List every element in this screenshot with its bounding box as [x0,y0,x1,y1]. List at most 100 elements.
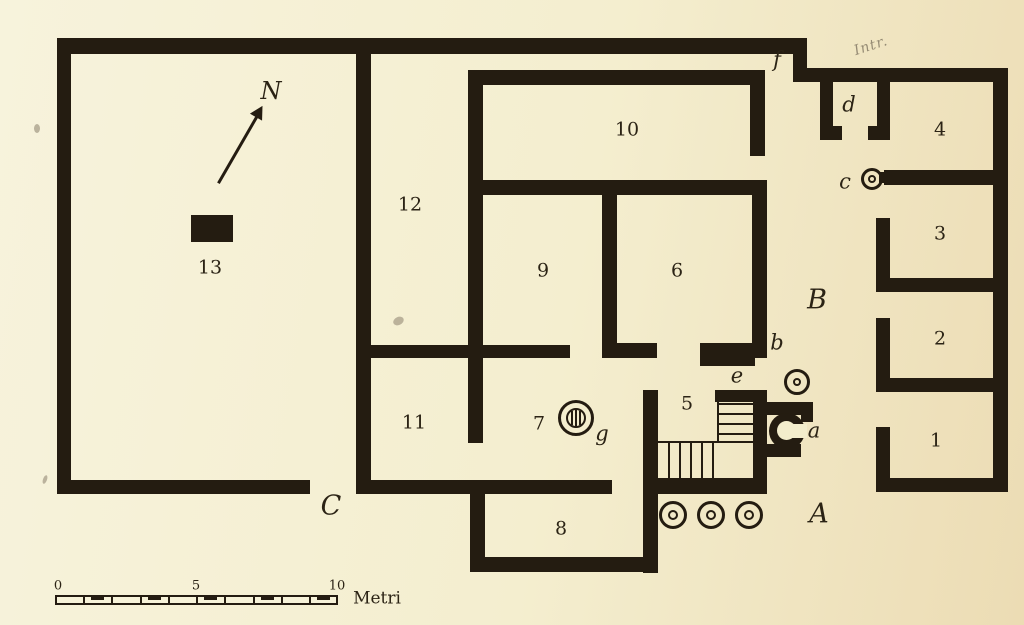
scale-bar-tick [196,596,198,604]
scale-bar-mark [91,597,104,600]
room-label-11: 11 [401,411,427,434]
wall-north-outer [57,38,807,54]
feature-label-g: g [595,421,609,446]
staircase-symbol [658,441,755,443]
cistern-c-nub [879,172,888,183]
north-arrow [212,102,269,187]
wall-room10-south [468,180,767,195]
room-label-12: 12 [397,193,423,216]
wall-room6-south-right [700,343,767,358]
wall-room10-north [468,70,763,85]
hearth-a-top-arm [763,402,813,415]
scale-bar-tick [224,596,226,604]
altar-symbol [191,215,233,242]
wall-west-outer [57,38,71,494]
stair-tread [668,441,670,478]
room-label-9: 9 [536,259,550,282]
wellhead-g-inner-ring [566,408,586,428]
wall-rightwing-north [793,68,1008,82]
paper-speck [41,474,49,485]
wall-room13-south [57,480,310,494]
room-label-8: 8 [554,517,568,540]
wall-south-center [356,480,612,494]
paper-speck [548,482,552,486]
stair-tread [690,441,692,478]
dolium-inner [668,510,678,520]
wall-room9-room6-divider [602,180,617,358]
wall-room1-west [876,427,890,492]
north-label: N [260,77,282,105]
vestibule-d-west-foot [820,126,842,140]
stair-tread [717,413,753,415]
dolium-symbol [659,501,687,529]
scale-tick-5: 5 [191,578,201,594]
wall-room3-south [876,278,1008,292]
hearth-a-bottom-arm [763,444,801,457]
vestibule-d-west-stub [820,82,833,128]
wall-stair-toprail [715,390,757,402]
scale-unit-label: Metri [353,588,401,609]
room-label-4: 4 [933,118,947,141]
cistern-c-inner [868,175,876,183]
scale-bar-mark [204,597,217,600]
wall-room6-east [752,180,767,358]
dolium-inner [744,510,754,520]
wall-room6-south-left [617,343,657,358]
wall-room13-east [356,38,371,494]
stair-tread [717,403,753,405]
scale-tick-10: 10 [328,578,346,594]
wall-room3-west [876,218,890,292]
wall-room4-south [884,170,1008,185]
room-label-1: 1 [929,429,943,452]
feature-label-a: a [807,418,821,443]
room-label-10: 10 [614,118,640,141]
scale-bar-tick [140,596,142,604]
hearth-a-top-tab [801,413,813,422]
dolium-symbol [735,501,763,529]
stair-tread [717,433,753,435]
stair-tread [717,423,753,425]
stair-tread [679,441,681,478]
room-label-5: 5 [680,392,694,415]
area-label-B: B [807,284,827,316]
north-arrow-head [249,102,269,121]
stair-tread [701,441,703,478]
wellhead-g-hatch [579,411,581,425]
cistern-e-inner [793,378,801,386]
hearth-a-opening [790,424,807,438]
wall-rightwing-south [876,478,1008,492]
scale-bar-mark [148,597,161,600]
wall-stair-west [643,390,658,573]
wall-room2-west [876,318,890,392]
area-label-C: C [320,490,342,522]
vestibule-d-east-stub [877,82,890,128]
scale-bar-tick [111,596,113,604]
scale-bar-tick [253,596,255,604]
wall-stair-east [753,390,767,494]
feature-label-e: e [730,363,744,388]
dolium-inner [706,510,716,520]
wall-stair-south [658,478,763,494]
wall-room10-east [750,70,765,156]
stair-tread [717,402,719,443]
scale-bar-tick [281,596,283,604]
vestibule-d-east-foot [868,126,890,140]
cistern-e-symbol [784,369,810,395]
paper-speck [391,315,406,327]
wall-room2-south [876,378,1008,392]
feature-label-c: c [839,169,851,194]
dolium-symbol [697,501,725,529]
wall-room8-south [470,557,658,572]
feature-label-b: b [770,330,784,355]
scale-bar-tick [309,596,311,604]
pencil-note: Intr. [851,33,891,59]
wellhead-g-hatch [571,411,573,425]
scale-bar-mark [317,597,330,600]
wellhead-g-hatch [575,410,577,426]
room-label-3: 3 [933,222,947,245]
wall-room11-north [356,345,570,358]
feature-label-f: f [773,47,781,72]
scale-bar-tick [83,596,85,604]
room-label-13: 13 [197,256,223,279]
